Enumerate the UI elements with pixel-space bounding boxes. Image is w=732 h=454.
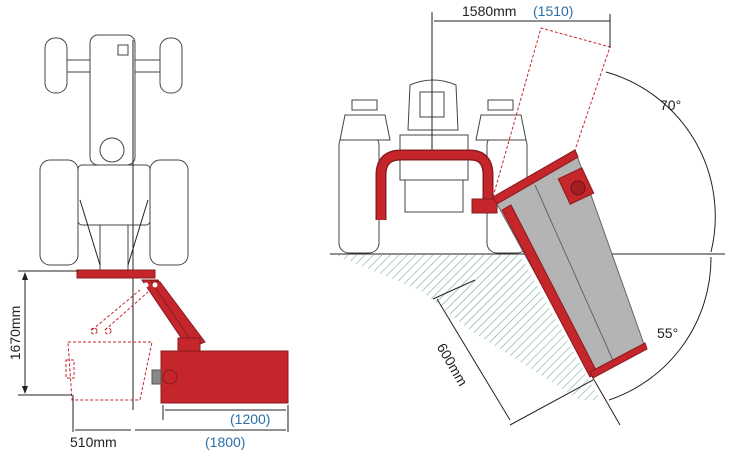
right-dimensions: 70° 55° xyxy=(432,14,716,426)
left-dimensions xyxy=(18,270,289,432)
mower-top-view xyxy=(65,269,289,404)
tractor-top-view xyxy=(39,34,189,271)
reach-label: 1580mm xyxy=(462,3,516,19)
mower-side-arm xyxy=(375,149,498,220)
angle-up-label: 70° xyxy=(660,97,681,113)
angle-down-label: 55° xyxy=(657,325,678,341)
outer-width-label: (1800) xyxy=(205,434,245,450)
tractor-rear-view xyxy=(338,79,528,254)
cut-depth-label: 600mm xyxy=(434,340,471,388)
height-label: 1670mm xyxy=(7,306,23,360)
reach-alt-label: (1510) xyxy=(533,3,573,19)
mower-tilted xyxy=(492,27,648,379)
ground-hatch xyxy=(335,255,600,400)
offset-label: 510mm xyxy=(70,434,117,450)
inner-width-label: (1200) xyxy=(230,411,270,427)
